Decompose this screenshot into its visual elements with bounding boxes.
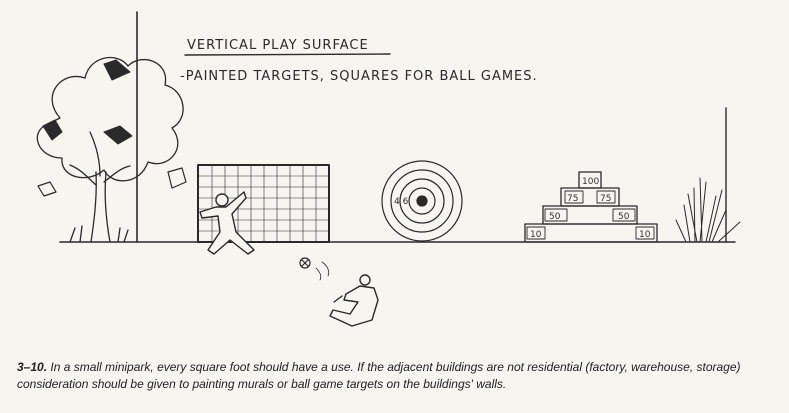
pyramid-score-low-right: 50 [618, 212, 630, 222]
kicking-child-figure [329, 274, 379, 327]
title-underline [184, 53, 391, 56]
pyramid-score-base-left: 10 [530, 230, 542, 240]
pyramid-score-low-left: 50 [549, 212, 561, 222]
pyramid-score-mid-left: 75 [567, 194, 578, 204]
tree [36, 57, 184, 243]
score-pyramid [524, 171, 658, 243]
goalkeeper-figure [199, 191, 255, 255]
caption-text: In a small minipark, every square foot s… [17, 360, 741, 391]
leaf-cluster [42, 59, 133, 145]
figure-caption: 3–10. In a small minipark, every square … [17, 359, 777, 393]
bush [675, 177, 741, 243]
pyramid-score-mid-right: 75 [600, 194, 611, 204]
falling-leaf [37, 181, 57, 197]
falling-leaf [167, 167, 187, 189]
sketch-subtitle: -PAINTED TARGETS, SQUARES FOR BALL GAMES… [180, 69, 538, 84]
target-score-label: 4 6 [394, 197, 409, 207]
figure-number: 3–10. [17, 360, 48, 374]
bullseye-target [381, 160, 463, 242]
play-surface-sketch: VERTICAL PLAY SURFACE -PAINTED TARGETS, … [36, 11, 741, 327]
pyramid-score-top: 100 [582, 177, 599, 187]
pyramid-score-base-right: 10 [639, 230, 651, 240]
sketch-title: VERTICAL PLAY SURFACE [187, 38, 369, 53]
ball [299, 257, 330, 281]
